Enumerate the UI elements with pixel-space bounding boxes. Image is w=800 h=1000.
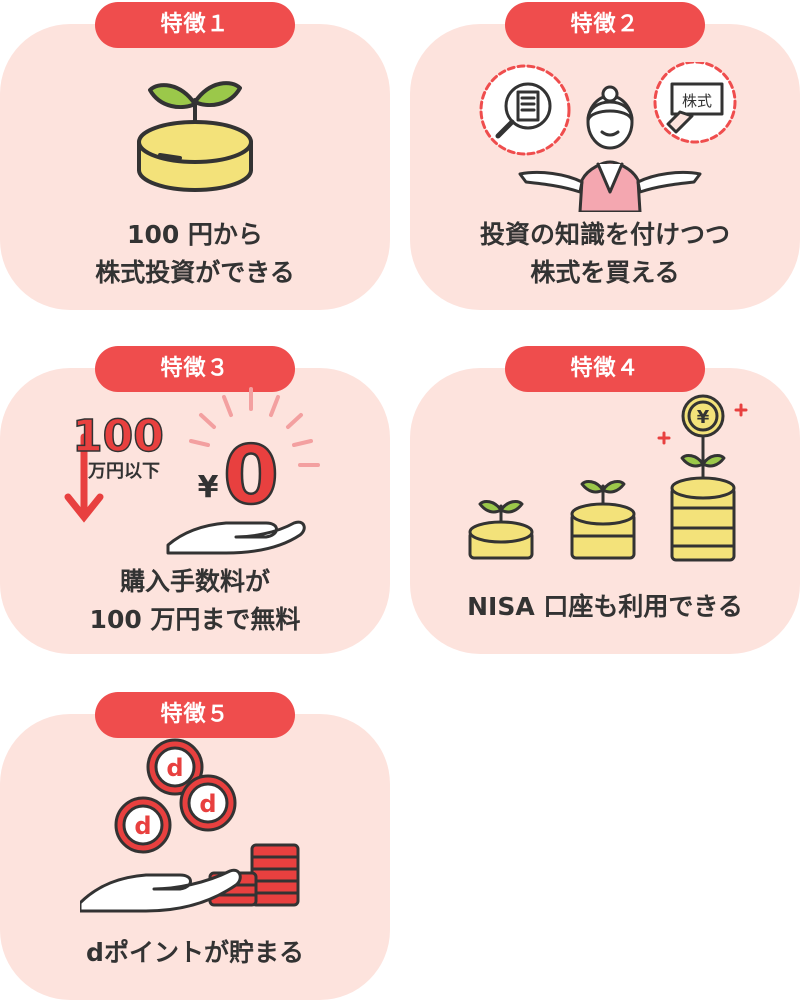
sprout-coin-icon	[137, 81, 253, 192]
feature-caption-3-line1: 購入手数料が	[119, 567, 270, 596]
feature-caption-1-line1: 100 円から	[127, 220, 263, 249]
sign-text: 株式	[682, 92, 712, 110]
coin-d-text-1: d	[166, 754, 183, 782]
feature-caption-1: 100 円から 株式投資ができる	[0, 216, 390, 292]
feature-badge-3: 特徴３	[95, 346, 295, 392]
feature-caption-4: NISA 口座も利用できる	[410, 588, 800, 626]
feature-caption-3-line2: 100 万円まで無料	[89, 605, 301, 634]
feature-caption-2-line1: 投資の知識を付けつつ	[479, 220, 730, 249]
feature-badge-4: 特徴４	[505, 346, 705, 392]
feature-caption-4-line1: NISA 口座も利用できる	[467, 592, 743, 621]
big-number-text: 100	[72, 411, 164, 462]
d-point-coins-icon: d d d	[80, 738, 300, 913]
yen-sign-text: ¥	[198, 470, 219, 505]
coin-d-text-3: d	[134, 812, 151, 840]
growing-coins-icon: ¥	[468, 394, 748, 562]
feature-badge-5: 特徴５	[95, 692, 295, 738]
coin-yen-text: ¥	[697, 407, 710, 428]
feature-caption-2-line2: 株式を買える	[530, 258, 680, 287]
feature-badge-2: 特徴２	[505, 2, 705, 48]
feature-badge-1: 特徴１	[95, 2, 295, 48]
feature-card-3	[0, 368, 390, 654]
feature-caption-1-line2: 株式投資ができる	[95, 258, 295, 287]
unit-text: 万円以下	[87, 461, 160, 482]
woman-advisor-icon: 株式	[479, 62, 737, 212]
zero-fee-icon: 100 万円以下 ¥ 0	[64, 387, 320, 555]
coin-d-text-2: d	[199, 790, 216, 818]
zero-text: 0	[223, 429, 279, 522]
feature-caption-5: dポイントが貯まる	[0, 934, 390, 972]
feature-caption-2: 投資の知識を付けつつ 株式を買える	[410, 216, 800, 292]
feature-caption-3: 購入手数料が 100 万円まで無料	[0, 563, 390, 639]
feature-caption-5-line1: dポイントが貯まる	[86, 938, 304, 967]
